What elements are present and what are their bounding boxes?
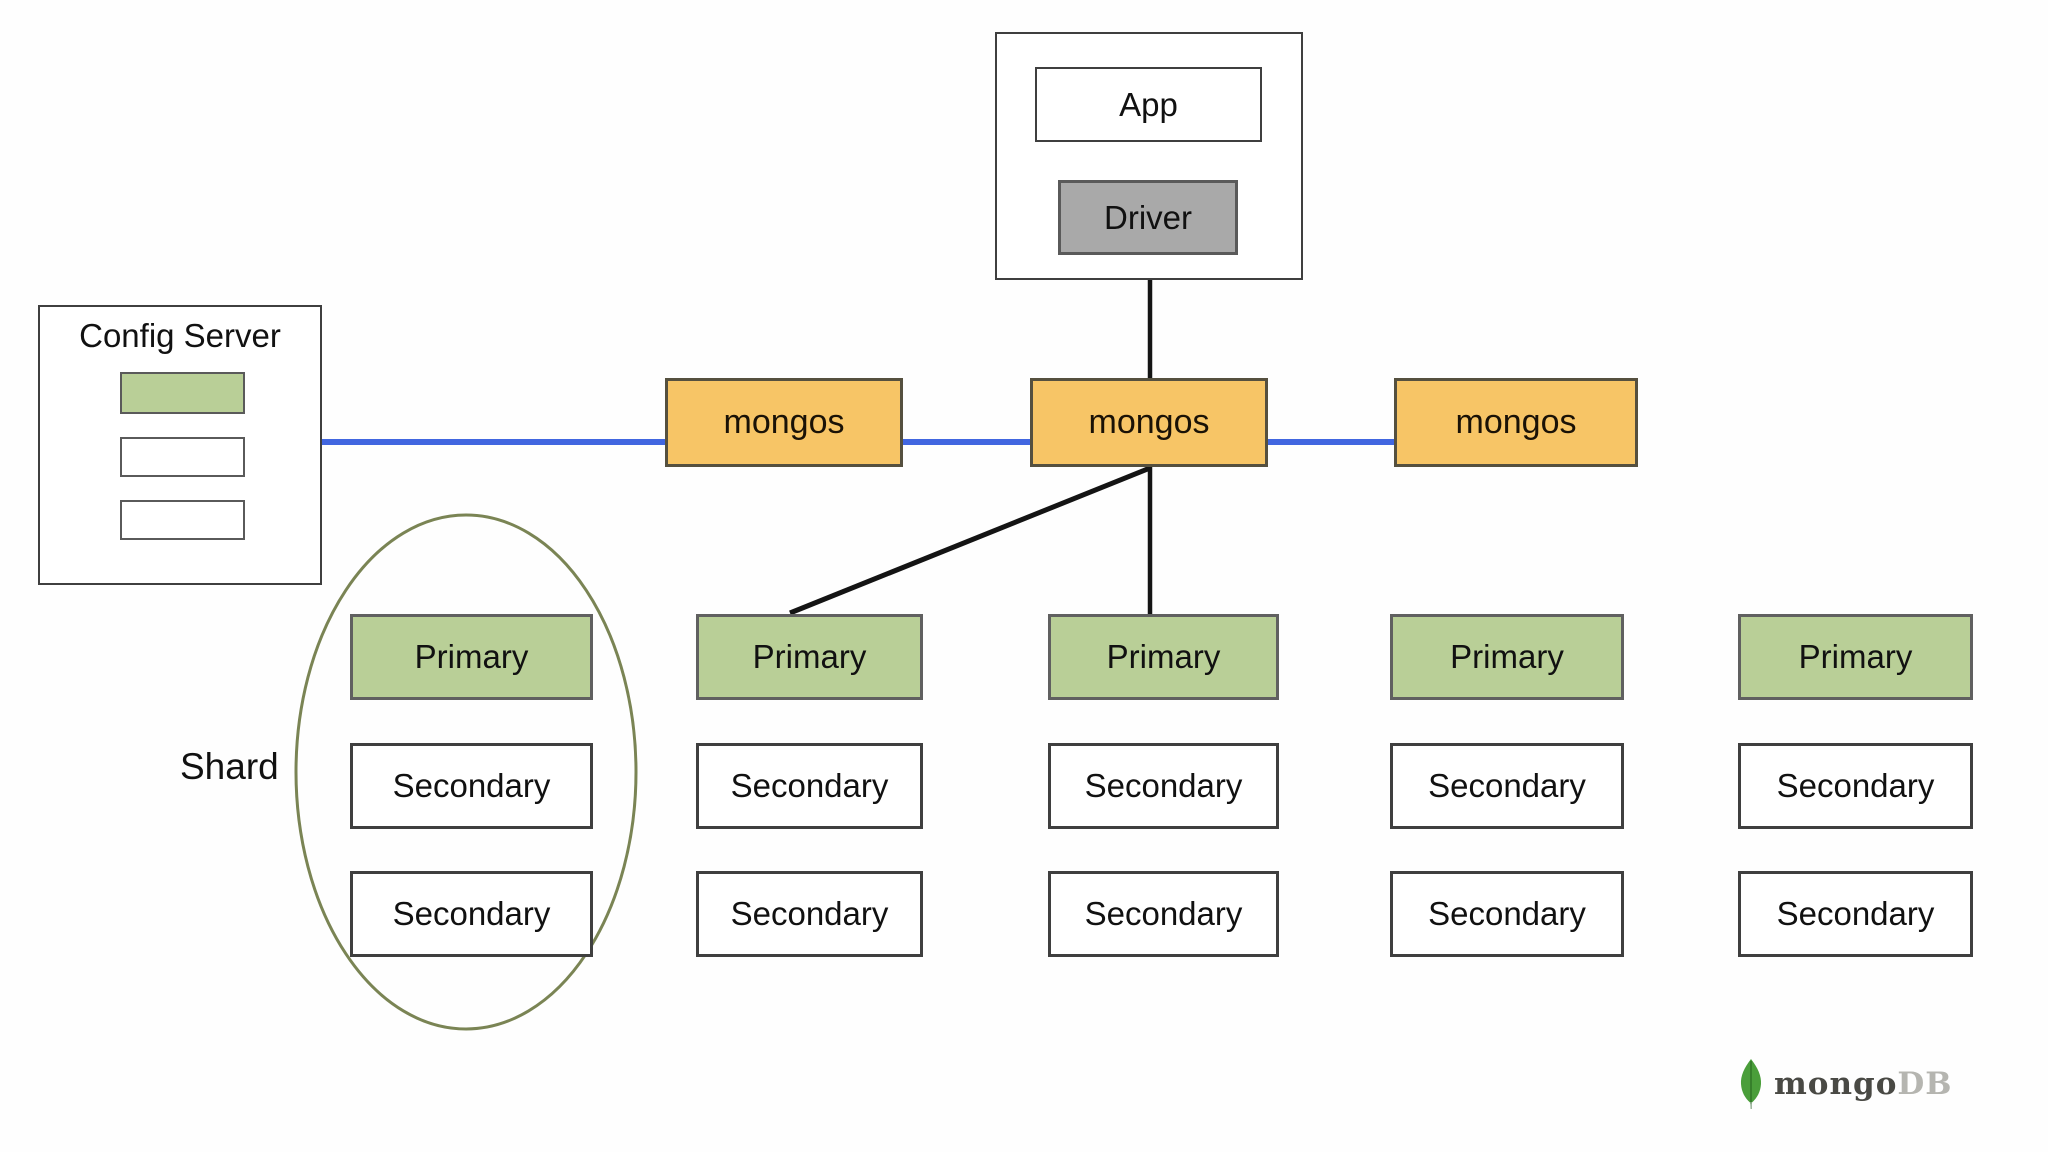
driver-box: Driver	[1058, 180, 1238, 255]
shard-ellipse	[294, 513, 638, 1031]
shard2-primary: Primary	[696, 614, 923, 700]
node-label: Primary	[1450, 638, 1564, 675]
node-label: Secondary	[1084, 895, 1243, 932]
node-label: Secondary	[1084, 767, 1243, 804]
shard4-primary: Primary	[1390, 614, 1624, 700]
mongodb-wordmark: mongoDB	[1774, 1066, 1952, 1102]
shard-annotation: Shard	[180, 746, 279, 787]
config-server-secondary-slot	[120, 437, 245, 477]
node-label: Primary	[1106, 638, 1221, 675]
mongos-router-1: mongos	[665, 378, 903, 467]
shard5-secondary-2: Secondary	[1738, 871, 1973, 957]
node-label: Secondary	[1428, 767, 1586, 804]
logo-text-db: DB	[1897, 1066, 1953, 1102]
app-label: App	[1119, 85, 1178, 123]
shard3-primary: Primary	[1048, 614, 1279, 700]
mongos-label: mongos	[723, 403, 845, 441]
node-label: Secondary	[392, 895, 551, 932]
shard2-secondary-1: Secondary	[696, 743, 923, 829]
shard5-secondary-1: Secondary	[1738, 743, 1973, 829]
mongodb-logo: mongoDB	[1736, 1058, 1952, 1110]
config-server-primary-slot	[120, 372, 245, 414]
node-label: Secondary	[730, 895, 889, 932]
shard4-secondary-1: Secondary	[1390, 743, 1624, 829]
shard3-secondary-1: Secondary	[1048, 743, 1279, 829]
mongos-label: mongos	[1455, 403, 1577, 441]
mongos-router-3: mongos	[1394, 378, 1638, 467]
node-label: Primary	[1798, 638, 1913, 675]
shard3-secondary-2: Secondary	[1048, 871, 1279, 957]
node-label: Secondary	[392, 767, 551, 804]
node-label: Secondary	[1428, 895, 1586, 932]
shard4-secondary-2: Secondary	[1390, 871, 1624, 957]
app-box: App	[1035, 67, 1262, 142]
config-server-secondary-slot	[120, 500, 245, 540]
node-label: Secondary	[730, 767, 889, 804]
mongos-router-2: mongos	[1030, 378, 1268, 467]
shard1-primary: Primary	[350, 614, 593, 700]
shard1-secondary-2: Secondary	[350, 871, 593, 957]
config-server-box: Config Server	[38, 305, 322, 585]
node-label: Primary	[752, 638, 867, 675]
mongodb-leaf-icon	[1740, 1059, 1762, 1109]
node-label: Secondary	[1776, 895, 1935, 932]
mongos-label: mongos	[1088, 403, 1210, 441]
driver-label: Driver	[1104, 198, 1192, 236]
mongos-to-shard2-line	[789, 465, 1151, 616]
shard5-primary: Primary	[1738, 614, 1973, 700]
shard1-secondary-1: Secondary	[350, 743, 593, 829]
node-label: Secondary	[1776, 767, 1935, 804]
logo-text-mongo: mongo	[1774, 1066, 1898, 1102]
node-label: Primary	[414, 638, 529, 675]
config-server-title: Config Server	[79, 317, 281, 354]
shard2-secondary-2: Secondary	[696, 871, 923, 957]
